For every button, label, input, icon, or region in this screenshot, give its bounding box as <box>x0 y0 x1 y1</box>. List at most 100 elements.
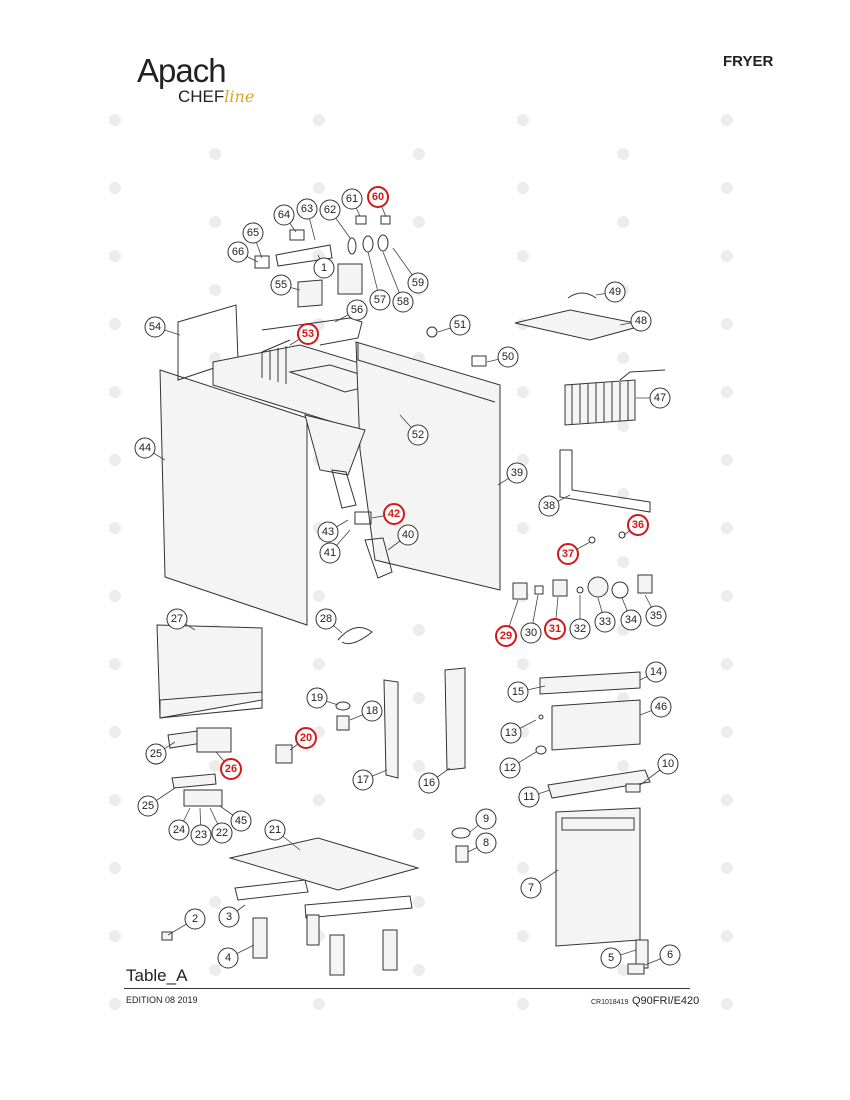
part-bracket-64 <box>289 229 305 241</box>
watermark-dot <box>109 522 121 534</box>
callout-circle <box>315 608 337 630</box>
watermark-dot <box>721 862 733 874</box>
callout-circle <box>520 622 542 644</box>
part-contactor <box>196 727 232 753</box>
part-foot-1 <box>252 917 268 959</box>
callout-32: 32 <box>569 618 591 640</box>
callout-number: 48 <box>635 315 647 327</box>
callout-number: 6 <box>667 949 673 961</box>
callout-circle <box>270 274 292 296</box>
part-nut-9 <box>451 827 471 839</box>
callout-29: 29 <box>495 625 517 647</box>
watermark-dot <box>209 760 221 772</box>
watermark-dot <box>721 590 733 602</box>
callout-4: 4 <box>217 947 239 969</box>
callout-circle <box>190 824 212 846</box>
part-screw-13 <box>538 714 544 720</box>
callout-7: 7 <box>520 877 542 899</box>
callout-circle <box>137 795 159 817</box>
callout-number: 21 <box>269 824 281 836</box>
part-ring-57 <box>362 235 374 253</box>
callout-circle <box>218 906 240 928</box>
callout-10: 10 <box>657 753 679 775</box>
callout-circle <box>520 877 542 899</box>
part-clip-51 <box>426 326 438 338</box>
callout-circle <box>217 947 239 969</box>
watermark-dot <box>721 114 733 126</box>
callout-circle <box>620 609 642 631</box>
part-terminal-rail <box>171 773 217 789</box>
callout-number: 42 <box>388 508 400 520</box>
callout-circle <box>211 822 233 844</box>
callout-1: 1 <box>313 257 335 279</box>
watermark-dot <box>617 352 629 364</box>
callout-14: 14 <box>645 661 667 683</box>
callout-circle <box>306 687 328 709</box>
callout-number: 24 <box>173 824 185 836</box>
watermark-dot <box>109 386 121 398</box>
callout-circle <box>264 819 286 841</box>
callout-number: 3 <box>226 911 232 923</box>
callout-circle <box>227 241 249 263</box>
callout-number: 28 <box>320 613 332 625</box>
callout-circle <box>659 944 681 966</box>
callout-circle <box>352 769 374 791</box>
callout-31: 31 <box>544 618 566 640</box>
callout-circle <box>317 521 339 543</box>
callout-circle <box>600 947 622 969</box>
callout-number: 29 <box>500 630 512 642</box>
callout-37: 37 <box>557 543 579 565</box>
sub-brand-script: line <box>224 87 255 106</box>
callout-number: 5 <box>608 952 614 964</box>
callout-19: 19 <box>306 687 328 709</box>
callout-number: 16 <box>423 777 435 789</box>
callout-number: 12 <box>504 762 516 774</box>
watermark-dot <box>109 862 121 874</box>
callout-circle <box>367 186 389 208</box>
callout-number: 2 <box>192 913 198 925</box>
callout-number: 50 <box>502 351 514 363</box>
watermark-dot <box>413 896 425 908</box>
part-bracket-15 <box>539 671 641 695</box>
watermark-dot <box>517 998 529 1010</box>
watermark-dot <box>617 760 629 772</box>
callout-number: 33 <box>599 616 611 628</box>
callout-40: 40 <box>397 524 419 546</box>
callout-circle <box>497 346 519 368</box>
callout-circle <box>518 786 540 808</box>
part-bracket-66 <box>254 255 270 269</box>
callout-number: 15 <box>512 686 524 698</box>
callout-number: 25 <box>150 748 162 760</box>
callout-circle <box>145 743 167 765</box>
callout-16: 16 <box>418 772 440 794</box>
callout-64: 64 <box>273 204 295 226</box>
watermark-dot <box>313 590 325 602</box>
watermark-dot <box>209 964 221 976</box>
callout-59: 59 <box>407 272 429 294</box>
watermark-dot <box>109 590 121 602</box>
part-switch-20 <box>275 744 293 764</box>
part-gland-8 <box>455 845 469 863</box>
callout-number: 23 <box>195 829 207 841</box>
brand-logo: Apach <box>137 52 227 89</box>
callout-62: 62 <box>319 199 341 221</box>
callout-number: 11 <box>523 791 534 803</box>
watermark-dot <box>413 760 425 772</box>
callout-38: 38 <box>538 495 560 517</box>
callout-60: 60 <box>367 186 389 208</box>
callout-number: 13 <box>505 727 517 739</box>
watermark-dot <box>721 386 733 398</box>
callout-number: 47 <box>654 392 666 404</box>
callout-circle <box>168 819 190 841</box>
callout-circle <box>499 757 521 779</box>
part-drain-pipe <box>331 469 357 509</box>
callout-circle <box>166 608 188 630</box>
document-code: CR1018419 <box>591 999 629 1006</box>
callout-36: 36 <box>627 514 649 536</box>
watermark-dot <box>413 216 425 228</box>
callout-circle <box>627 514 649 536</box>
parts-drawing <box>156 215 666 976</box>
watermark-dot <box>617 420 629 432</box>
callout-number: 20 <box>300 732 312 744</box>
callout-number: 4 <box>225 952 231 964</box>
